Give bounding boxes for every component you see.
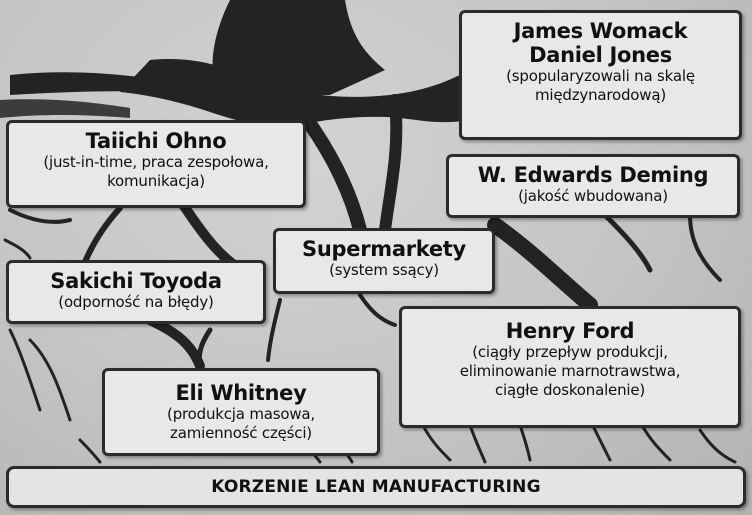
box-description: (just-in-time, praca zespołowa, (9, 153, 303, 172)
box-name: Henry Ford (402, 319, 738, 343)
box-name: Eli Whitney (105, 381, 377, 405)
box-description: (jakość wbudowana) (449, 187, 737, 206)
box-name: Taiichi Ohno (9, 129, 303, 153)
box-name: Sakichi Toyoda (9, 269, 263, 293)
box-description-second: eliminowanie marnotrawstwa, (402, 362, 738, 381)
box-taiichi-ohno: Taiichi Ohno (just-in-time, praca zespoł… (6, 120, 306, 208)
box-name-second: Daniel Jones (462, 43, 739, 67)
box-description: (produkcja masowa, (105, 405, 377, 424)
box-henry-ford: Henry Ford (ciągły przepływ produkcji, e… (399, 306, 741, 428)
box-supermarkety: Supermarkety (system ssący) (273, 228, 495, 294)
box-name: W. Edwards Deming (449, 163, 737, 187)
box-name: Supermarkety (276, 237, 492, 261)
box-sakichi-toyoda: Sakichi Toyoda (odporność na błędy) (6, 260, 266, 324)
footer-title: KORZENIE LEAN MANUFACTURING (9, 469, 743, 505)
box-eli-whitney: Eli Whitney (produkcja masowa, zamiennoś… (102, 368, 380, 456)
box-description: (odporność na błędy) (9, 293, 263, 312)
box-description-second: komunikacja) (9, 172, 303, 191)
box-name: James Womack (462, 19, 739, 43)
box-description: (system ssący) (276, 261, 492, 280)
box-description-second: zamienność części) (105, 424, 377, 443)
footer-title-bar: KORZENIE LEAN MANUFACTURING (6, 466, 746, 508)
box-description-third: ciągłe doskonalenie) (402, 381, 738, 400)
box-edwards-deming: W. Edwards Deming (jakość wbudowana) (446, 154, 740, 218)
box-description: (spopularyzowali na skalę (462, 67, 739, 86)
box-description: (ciągły przepływ produkcji, (402, 343, 738, 362)
box-womack-jones: James Womack Daniel Jones (spopularyzowa… (459, 10, 742, 140)
box-description-second: międzynarodową) (462, 86, 739, 105)
